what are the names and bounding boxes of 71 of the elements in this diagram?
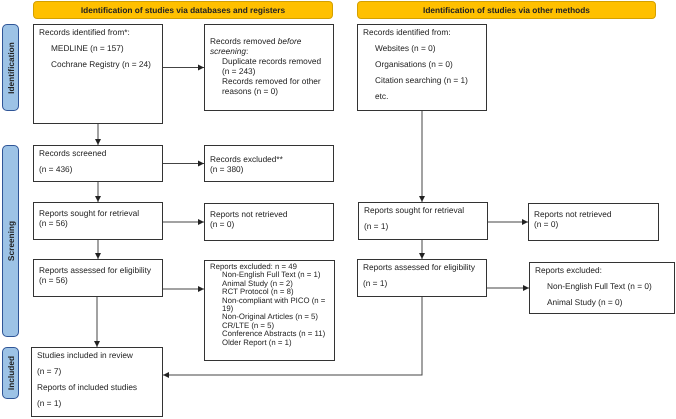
arrow	[95, 182, 101, 202]
box-heading: Reports not retrieved	[534, 210, 612, 220]
box-text: (n = 1)	[363, 278, 388, 289]
box-text: etc.	[374, 92, 390, 102]
box-heading: Records excluded**	[210, 155, 284, 165]
box-text: (n = 1)	[364, 222, 390, 232]
box-heading: Records identified from*:	[39, 28, 131, 38]
box-text: MEDLINE (n = 157)	[50, 44, 125, 54]
box-text: (n = 56)	[39, 276, 69, 286]
process-box	[358, 202, 488, 240]
box-heading: Reports sought for retrieval	[364, 206, 466, 216]
process-box	[357, 259, 487, 297]
box-text: (n = 436)	[39, 164, 74, 175]
box-text: Websites (n = 0)	[374, 44, 436, 54]
box-text: Records removed for other reasons (n = 0)	[221, 76, 322, 97]
box-text: Cochrane Registry (n = 24)	[50, 60, 152, 70]
box-text: Non-English Full Text (n = 0)	[546, 282, 653, 292]
arrow	[488, 219, 528, 225]
box-text: (n = 0)	[210, 220, 234, 230]
process-box	[33, 24, 163, 124]
box-heading: Records identified from:	[363, 28, 452, 38]
process-box	[529, 262, 675, 314]
stage-label-band	[2, 24, 19, 111]
process-box	[528, 203, 659, 241]
process-box	[31, 347, 163, 417]
box-heading: Reports excluded:	[535, 266, 603, 276]
arrow	[162, 219, 204, 225]
section-header	[357, 1, 656, 19]
box-text: (n = 0)	[534, 220, 558, 230]
arrow	[419, 110, 425, 202]
process-box	[204, 24, 334, 111]
box-text: Animal Study (n = 0)	[546, 298, 624, 308]
box-text: (n = 56)	[39, 218, 69, 229]
process-box	[33, 202, 163, 240]
arrow	[95, 124, 101, 146]
arrow	[486, 285, 530, 291]
stage-label-band	[2, 145, 19, 337]
arrow	[95, 240, 101, 260]
box-text: Organisations (n = 0)	[374, 60, 454, 70]
box-heading: Studies included in review	[37, 351, 134, 361]
process-box	[204, 145, 334, 182]
box-heading: Reports assessed for eligibility	[39, 266, 152, 276]
header-text: Identification of studies via databases and registers	[80, 5, 286, 15]
process-box	[357, 24, 487, 111]
arrow	[419, 240, 425, 260]
box-text: Duplicate records removed (n = 243)	[222, 56, 322, 77]
process-box	[33, 145, 163, 182]
box-text: (n = 380)	[210, 164, 244, 175]
header-text: Screening	[6, 220, 16, 262]
stage-label-band	[2, 347, 19, 399]
process-box	[204, 260, 335, 361]
arrow	[162, 296, 422, 378]
box-text: (n = 1)	[37, 398, 62, 409]
arrow	[162, 286, 204, 292]
box-heading: Reports not retrieved	[210, 210, 288, 220]
header-text: Identification of studies via other methods	[423, 5, 590, 15]
arrow	[162, 160, 204, 166]
box-text: Reports of included studies	[37, 382, 138, 393]
arrow	[162, 64, 204, 70]
box-text: (n = 7)	[37, 366, 62, 377]
header-text: Included	[6, 356, 16, 390]
header-text: Identification	[6, 42, 16, 94]
box-heading: Reports sought for retrieval	[39, 209, 140, 219]
arrow	[94, 296, 100, 348]
box-heading: Reports assessed for eligibility	[363, 263, 476, 273]
box-heading: Records removed before screening:	[210, 37, 302, 57]
process-box	[204, 203, 334, 241]
section-header	[33, 1, 333, 19]
box-text: Citation searching (n = 1)	[374, 76, 469, 86]
process-box	[33, 259, 163, 297]
box-heading: Records screened	[39, 149, 108, 159]
